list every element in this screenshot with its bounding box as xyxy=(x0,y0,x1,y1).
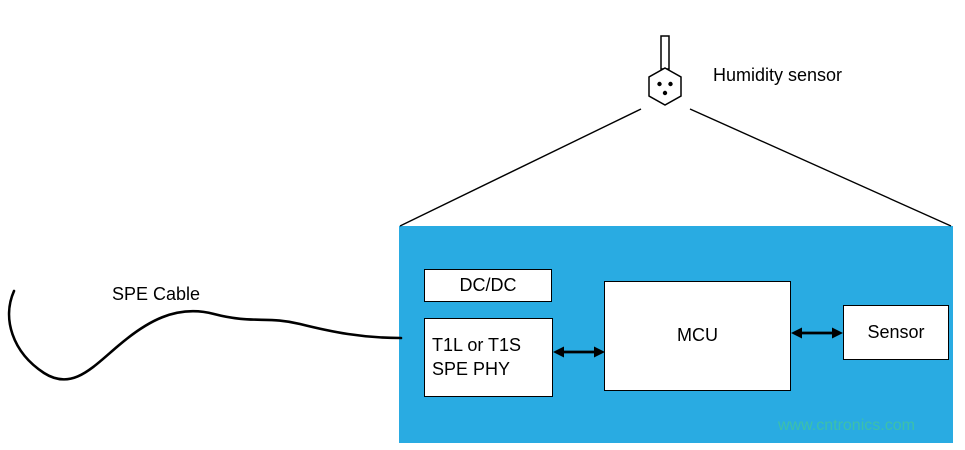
humidity-sensor-label: Humidity sensor xyxy=(713,65,843,85)
sensor-node-board: DC/DC T1L or T1S SPE PHY MCU Sensor xyxy=(399,226,953,443)
spe-phy-label-line1: T1L or T1S xyxy=(432,335,522,356)
sensor-block: Sensor xyxy=(843,305,949,360)
spe-phy-block: T1L or T1S SPE PHY xyxy=(424,318,553,397)
callout-line-left xyxy=(399,108,642,227)
spe-cable-line xyxy=(7,289,403,381)
spe-phy-label-line2: SPE PHY xyxy=(432,358,511,379)
watermark: www.cntronics.com xyxy=(778,417,915,434)
dcdc-block: DC/DC xyxy=(424,269,552,302)
mcu-block-label: MCU xyxy=(677,325,718,346)
spe-cable-label: SPE Cable xyxy=(112,284,201,304)
callout-line-right xyxy=(689,108,952,227)
humidity-sensor-icon xyxy=(648,35,682,106)
mcu-block: MCU xyxy=(604,281,791,391)
sensor-block-label: Sensor xyxy=(867,321,925,342)
dcdc-block-label: DC/DC xyxy=(459,274,517,295)
